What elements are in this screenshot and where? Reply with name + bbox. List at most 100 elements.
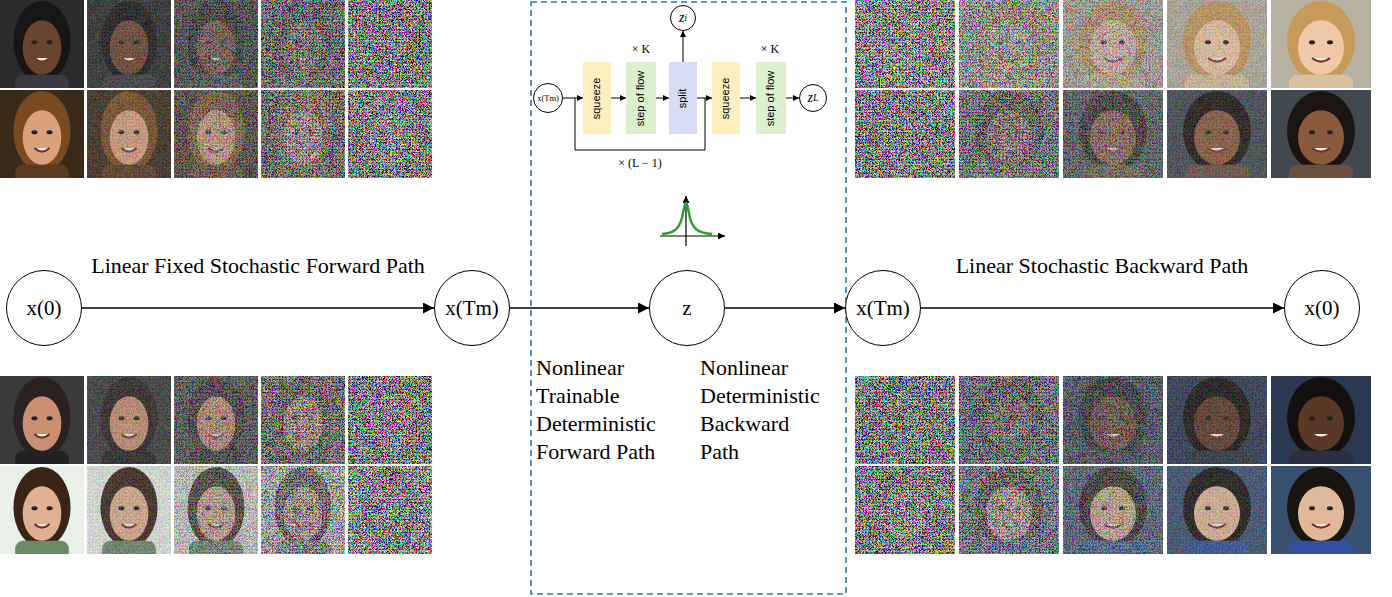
face-part [1287,91,1355,172]
face-part [261,466,345,554]
noise [1063,0,1163,88]
face-part [855,0,955,88]
face-content [348,90,432,178]
noise [959,466,1059,554]
noise [1167,0,1267,88]
face-content [1063,376,1163,464]
gaussian-curve [662,203,712,234]
node-label: step of flow [766,70,777,126]
face-content [87,0,171,88]
face-content [174,466,258,554]
face-image [87,90,171,191]
face-part [1327,506,1333,510]
noise [1167,466,1267,554]
face-images [0,0,1371,567]
node-label: squeeze [721,77,732,119]
face-part [47,130,53,134]
face-part [87,90,171,178]
face-part [1167,0,1267,88]
face-part [34,434,49,438]
face-part [1312,148,1330,152]
path-arrow [725,307,845,309]
noise [1063,466,1163,554]
face-image [87,466,171,567]
face-part [174,0,258,88]
face-part [261,376,345,464]
face-part [348,466,432,554]
flow-block: squeeze [712,62,740,134]
face-part [261,0,345,88]
face-part [348,90,432,178]
face-part [13,377,70,458]
face-image [1271,466,1371,567]
face-image [1271,376,1371,477]
face-part [87,466,171,554]
face-part [23,486,62,541]
noise [87,376,171,464]
noise [87,0,171,88]
face-part [87,0,171,88]
face-image [959,90,1059,191]
face-part [1167,376,1267,464]
face-content [0,90,84,178]
path-arrow [921,307,1284,309]
noise [348,466,432,554]
face-image [1063,0,1163,101]
face-part [855,466,955,554]
face-image [0,0,84,101]
face-part [1271,376,1371,464]
face-content [1271,0,1371,88]
face-part [1167,90,1267,178]
face-part [1063,90,1163,178]
face-content [959,0,1059,88]
face-content [174,90,258,178]
face-part [1063,90,1163,178]
face-image [1167,90,1267,191]
face-part [959,376,1059,464]
face-part [1289,451,1353,464]
face-part [34,58,49,62]
face-content [174,376,258,464]
face-part [1063,0,1163,88]
face-part [174,376,258,464]
face-part [348,376,432,464]
face-part [348,0,432,88]
face-content [1271,376,1371,464]
face-part [23,396,62,451]
face-content [348,376,432,464]
face-part [87,376,171,464]
face-part [261,376,345,464]
face-part [1063,466,1163,554]
node-label: x(Tm) [537,93,559,103]
face-content [174,0,258,88]
face-part [1167,466,1267,554]
noise [174,466,258,554]
face-part [87,0,171,88]
face-part [174,90,258,178]
face-image [959,376,1059,477]
face-content [959,376,1059,464]
face-part [1167,466,1267,554]
face-part [1327,40,1333,44]
noise [174,90,258,178]
face-content [87,466,171,554]
face-part [31,40,37,44]
face-part [0,376,84,464]
face-part [1298,20,1344,75]
face-part [34,148,49,152]
face-content [959,466,1059,554]
node-circle: x(0) [6,270,82,346]
face-part [348,376,432,464]
noise [855,466,955,554]
face-content [1271,90,1371,178]
node-subscript: i [684,13,687,23]
loop-count: × (L − 1) [618,156,661,171]
face-image [0,90,84,191]
face-part [1063,0,1163,88]
node-circle: x(0) [1284,270,1360,346]
face-part [1167,376,1267,464]
face-image [0,376,84,477]
face-part [855,376,955,464]
face-part [348,466,432,554]
face-part [34,524,49,528]
